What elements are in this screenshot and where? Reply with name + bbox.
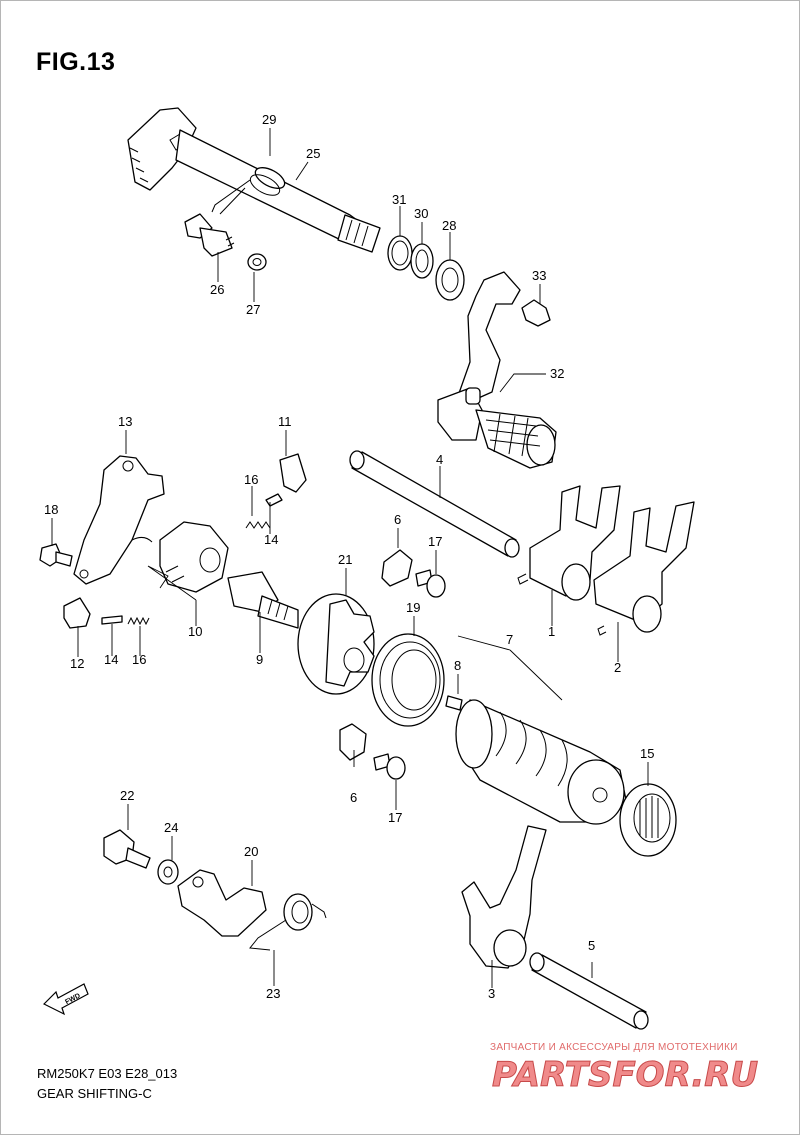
callout-7: 7 bbox=[506, 632, 513, 647]
callout-26: 26 bbox=[210, 282, 224, 297]
part-pin-14b[interactable] bbox=[101, 615, 123, 625]
part-pawl-11[interactable] bbox=[279, 453, 307, 493]
part-shift-fork-1[interactable] bbox=[517, 485, 621, 601]
model-code: RM250K7 E03 E28_013 bbox=[37, 1066, 178, 1081]
callout-numbers: 1 2 3 4 5 6 6 7 8 9 10 11 12 13 14 14 15… bbox=[44, 112, 654, 1001]
callout-16b: 16 bbox=[132, 652, 146, 667]
callout-17b: 17 bbox=[388, 810, 402, 825]
part-screw-17a[interactable] bbox=[415, 569, 446, 598]
callout-13: 13 bbox=[118, 414, 132, 429]
callout-16a: 16 bbox=[244, 472, 258, 487]
callout-23: 23 bbox=[266, 986, 280, 1001]
part-pin-8[interactable] bbox=[445, 695, 463, 711]
callout-3: 3 bbox=[488, 986, 495, 1001]
callout-6a: 6 bbox=[394, 512, 401, 527]
callout-27: 27 bbox=[246, 302, 260, 317]
callout-5: 5 bbox=[588, 938, 595, 953]
part-spring-16b[interactable] bbox=[127, 616, 150, 626]
part-shift-fork-3[interactable] bbox=[461, 825, 547, 969]
callout-18: 18 bbox=[44, 502, 58, 517]
callout-10: 10 bbox=[188, 624, 202, 639]
part-spring-23[interactable] bbox=[249, 893, 327, 951]
callout-32: 32 bbox=[550, 366, 564, 381]
part-pawl-lifter-10[interactable] bbox=[159, 521, 229, 593]
fwd-arrow-icon: FWD bbox=[42, 983, 89, 1016]
part-washer-27[interactable] bbox=[247, 253, 267, 271]
callout-30: 30 bbox=[414, 206, 428, 221]
part-pawl-12[interactable] bbox=[63, 597, 91, 629]
part-screw-17b[interactable] bbox=[373, 753, 406, 780]
part-bearing-15[interactable] bbox=[619, 783, 677, 857]
callout-6b: 6 bbox=[350, 790, 357, 805]
part-screw-18[interactable] bbox=[39, 543, 73, 567]
callout-24: 24 bbox=[164, 820, 178, 835]
part-cam-bolt-9[interactable] bbox=[227, 571, 299, 629]
part-shift-fork-2[interactable] bbox=[593, 501, 695, 636]
part-bolt-33[interactable] bbox=[521, 299, 551, 327]
part-arm-20[interactable] bbox=[177, 869, 267, 937]
callout-2: 2 bbox=[614, 660, 621, 675]
part-pin-14a[interactable] bbox=[265, 493, 283, 507]
callout-4: 4 bbox=[436, 452, 443, 467]
watermark-brand: PARTSFOR.RU bbox=[492, 1055, 758, 1095]
callout-20: 20 bbox=[244, 844, 258, 859]
part-fork-shaft-4[interactable] bbox=[349, 450, 520, 558]
callout-33: 33 bbox=[532, 268, 546, 283]
callout-14a: 14 bbox=[264, 532, 278, 547]
section-name: GEAR SHIFTING-C bbox=[37, 1086, 152, 1101]
part-circlip-31[interactable] bbox=[387, 235, 413, 271]
leader-lines bbox=[51, 128, 649, 988]
part-bearing-19[interactable] bbox=[371, 633, 445, 727]
callout-17a: 17 bbox=[428, 534, 442, 549]
callout-1: 1 bbox=[548, 624, 555, 639]
part-gearshift-cam-7[interactable] bbox=[455, 699, 627, 825]
callout-25: 25 bbox=[306, 146, 320, 161]
callout-29: 29 bbox=[262, 112, 276, 127]
part-plate-13[interactable] bbox=[73, 455, 165, 585]
watermark-caption: ЗАПЧАСТИ И АКСЕССУАРЫ ДЛЯ МОТОТЕХНИКИ bbox=[490, 1042, 738, 1053]
callout-12: 12 bbox=[70, 656, 84, 671]
part-washer-24[interactable] bbox=[157, 859, 179, 885]
callout-28: 28 bbox=[442, 218, 456, 233]
part-washer-30[interactable] bbox=[410, 243, 434, 279]
callout-14b: 14 bbox=[104, 652, 118, 667]
part-gearshift-lever-32[interactable] bbox=[437, 271, 557, 469]
part-guide-6a[interactable] bbox=[381, 549, 413, 587]
figure-title: FIG.13 bbox=[36, 48, 116, 76]
callout-8: 8 bbox=[454, 658, 461, 673]
part-bolt-26[interactable] bbox=[184, 213, 235, 257]
part-fork-shaft-5[interactable] bbox=[529, 952, 649, 1030]
callout-31: 31 bbox=[392, 192, 406, 207]
watermark-logo: PARTSFOR.RU bbox=[492, 1055, 759, 1096]
callout-22: 22 bbox=[120, 788, 134, 803]
part-cam-gear-21[interactable] bbox=[297, 593, 375, 695]
part-bolt-22[interactable] bbox=[103, 829, 151, 869]
callout-11: 11 bbox=[278, 414, 292, 429]
callout-19: 19 bbox=[406, 600, 420, 615]
part-oil-seal-28[interactable] bbox=[435, 259, 465, 301]
part-guide-6b[interactable] bbox=[339, 723, 367, 761]
part-spring-16a[interactable] bbox=[245, 521, 271, 529]
part-gearshift-shaft[interactable] bbox=[127, 107, 381, 253]
callout-15: 15 bbox=[640, 746, 654, 761]
callout-21: 21 bbox=[338, 552, 352, 567]
callout-9: 9 bbox=[256, 652, 263, 667]
